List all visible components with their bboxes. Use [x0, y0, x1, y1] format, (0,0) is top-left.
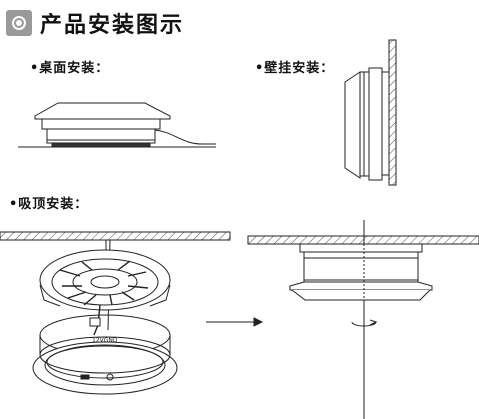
ceiling-exploded-diagram — [32, 239, 178, 395]
desktop-install-diagram — [18, 102, 216, 148]
title-badge-icon — [6, 10, 32, 36]
ceiling-mounted-diagram — [247, 220, 479, 419]
desktop-install-label: •桌面安装： — [30, 61, 110, 76]
wall-install-label: •壁挂安装： — [255, 61, 335, 76]
wall-install-diagram — [344, 39, 397, 186]
ceiling-install-label: •吸顶安装： — [9, 197, 89, 212]
page-title: 产品安装图示 — [40, 13, 185, 38]
assembly-arrow-icon — [206, 317, 264, 327]
power-connector-label: 12VGND — [92, 337, 118, 344]
